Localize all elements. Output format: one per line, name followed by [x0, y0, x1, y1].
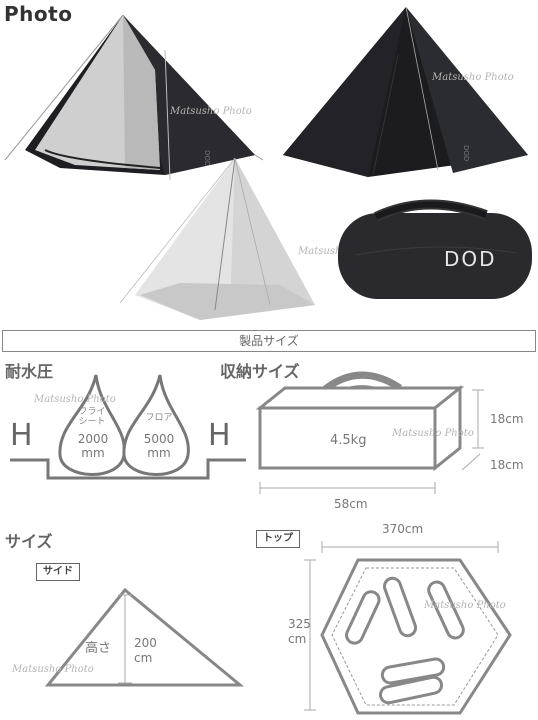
watermark-text: Matsusho Photo — [432, 72, 514, 83]
tent-photo-closed: DOD — [283, 6, 528, 177]
watermark-text: Matsusho Photo — [12, 664, 94, 675]
water-pressure-title: 耐水圧 — [5, 362, 54, 381]
storage-box-diagram — [255, 371, 484, 494]
svg-text:DOD: DOD — [462, 145, 470, 161]
flysheet-label: フライ シート — [78, 407, 106, 427]
storage-depth: 18cm — [490, 458, 524, 472]
page-title: Photo — [4, 2, 73, 26]
top-view-tag: トップ — [256, 530, 300, 548]
watermark-text: Matsusho Photo — [34, 394, 116, 405]
storage-weight: 4.5kg — [330, 433, 367, 448]
watermark-text: Matsusho Photo — [424, 600, 506, 611]
watermark-text: Matsusho Photo — [170, 106, 252, 117]
h-letter-right: H — [208, 418, 231, 453]
top-view-hexagon — [304, 541, 512, 715]
top-depth-value: 325 — [288, 617, 311, 631]
h-letter-left: H — [10, 418, 33, 453]
storage-bag-photo — [338, 199, 532, 299]
inner-mesh-tent-photo — [119, 157, 315, 320]
top-depth-unit: cm — [288, 632, 307, 646]
water-drop-diagram — [10, 374, 246, 480]
tent-photo-open-door: DOD — [4, 14, 264, 181]
watermark-text: Matsusho Photo — [392, 428, 474, 439]
side-height-unit: cm — [134, 651, 153, 665]
storage-height: 18cm — [490, 412, 524, 426]
floor-pressure-value: 5000 — [143, 432, 175, 446]
storage-size-title: 収納サイズ — [220, 362, 300, 381]
product-size-banner: 製品サイズ — [2, 330, 536, 352]
side-view-tag: サイド — [36, 563, 80, 581]
side-height-value: 200 — [134, 636, 157, 650]
size-title: サイズ — [5, 532, 53, 551]
side-height-label: 高さ — [85, 641, 112, 656]
side-view-triangle — [44, 587, 245, 687]
svg-text:DOD: DOD — [203, 150, 211, 166]
flysheet-pressure-unit: mm — [81, 446, 105, 460]
floor-label: フロア — [145, 413, 173, 423]
bag-logo: DOD — [444, 247, 497, 271]
storage-width: 58cm — [334, 497, 368, 511]
floor-pressure-unit: mm — [147, 446, 171, 460]
top-width-label: 370cm — [382, 522, 424, 536]
flysheet-pressure-value: 2000 — [77, 432, 109, 446]
